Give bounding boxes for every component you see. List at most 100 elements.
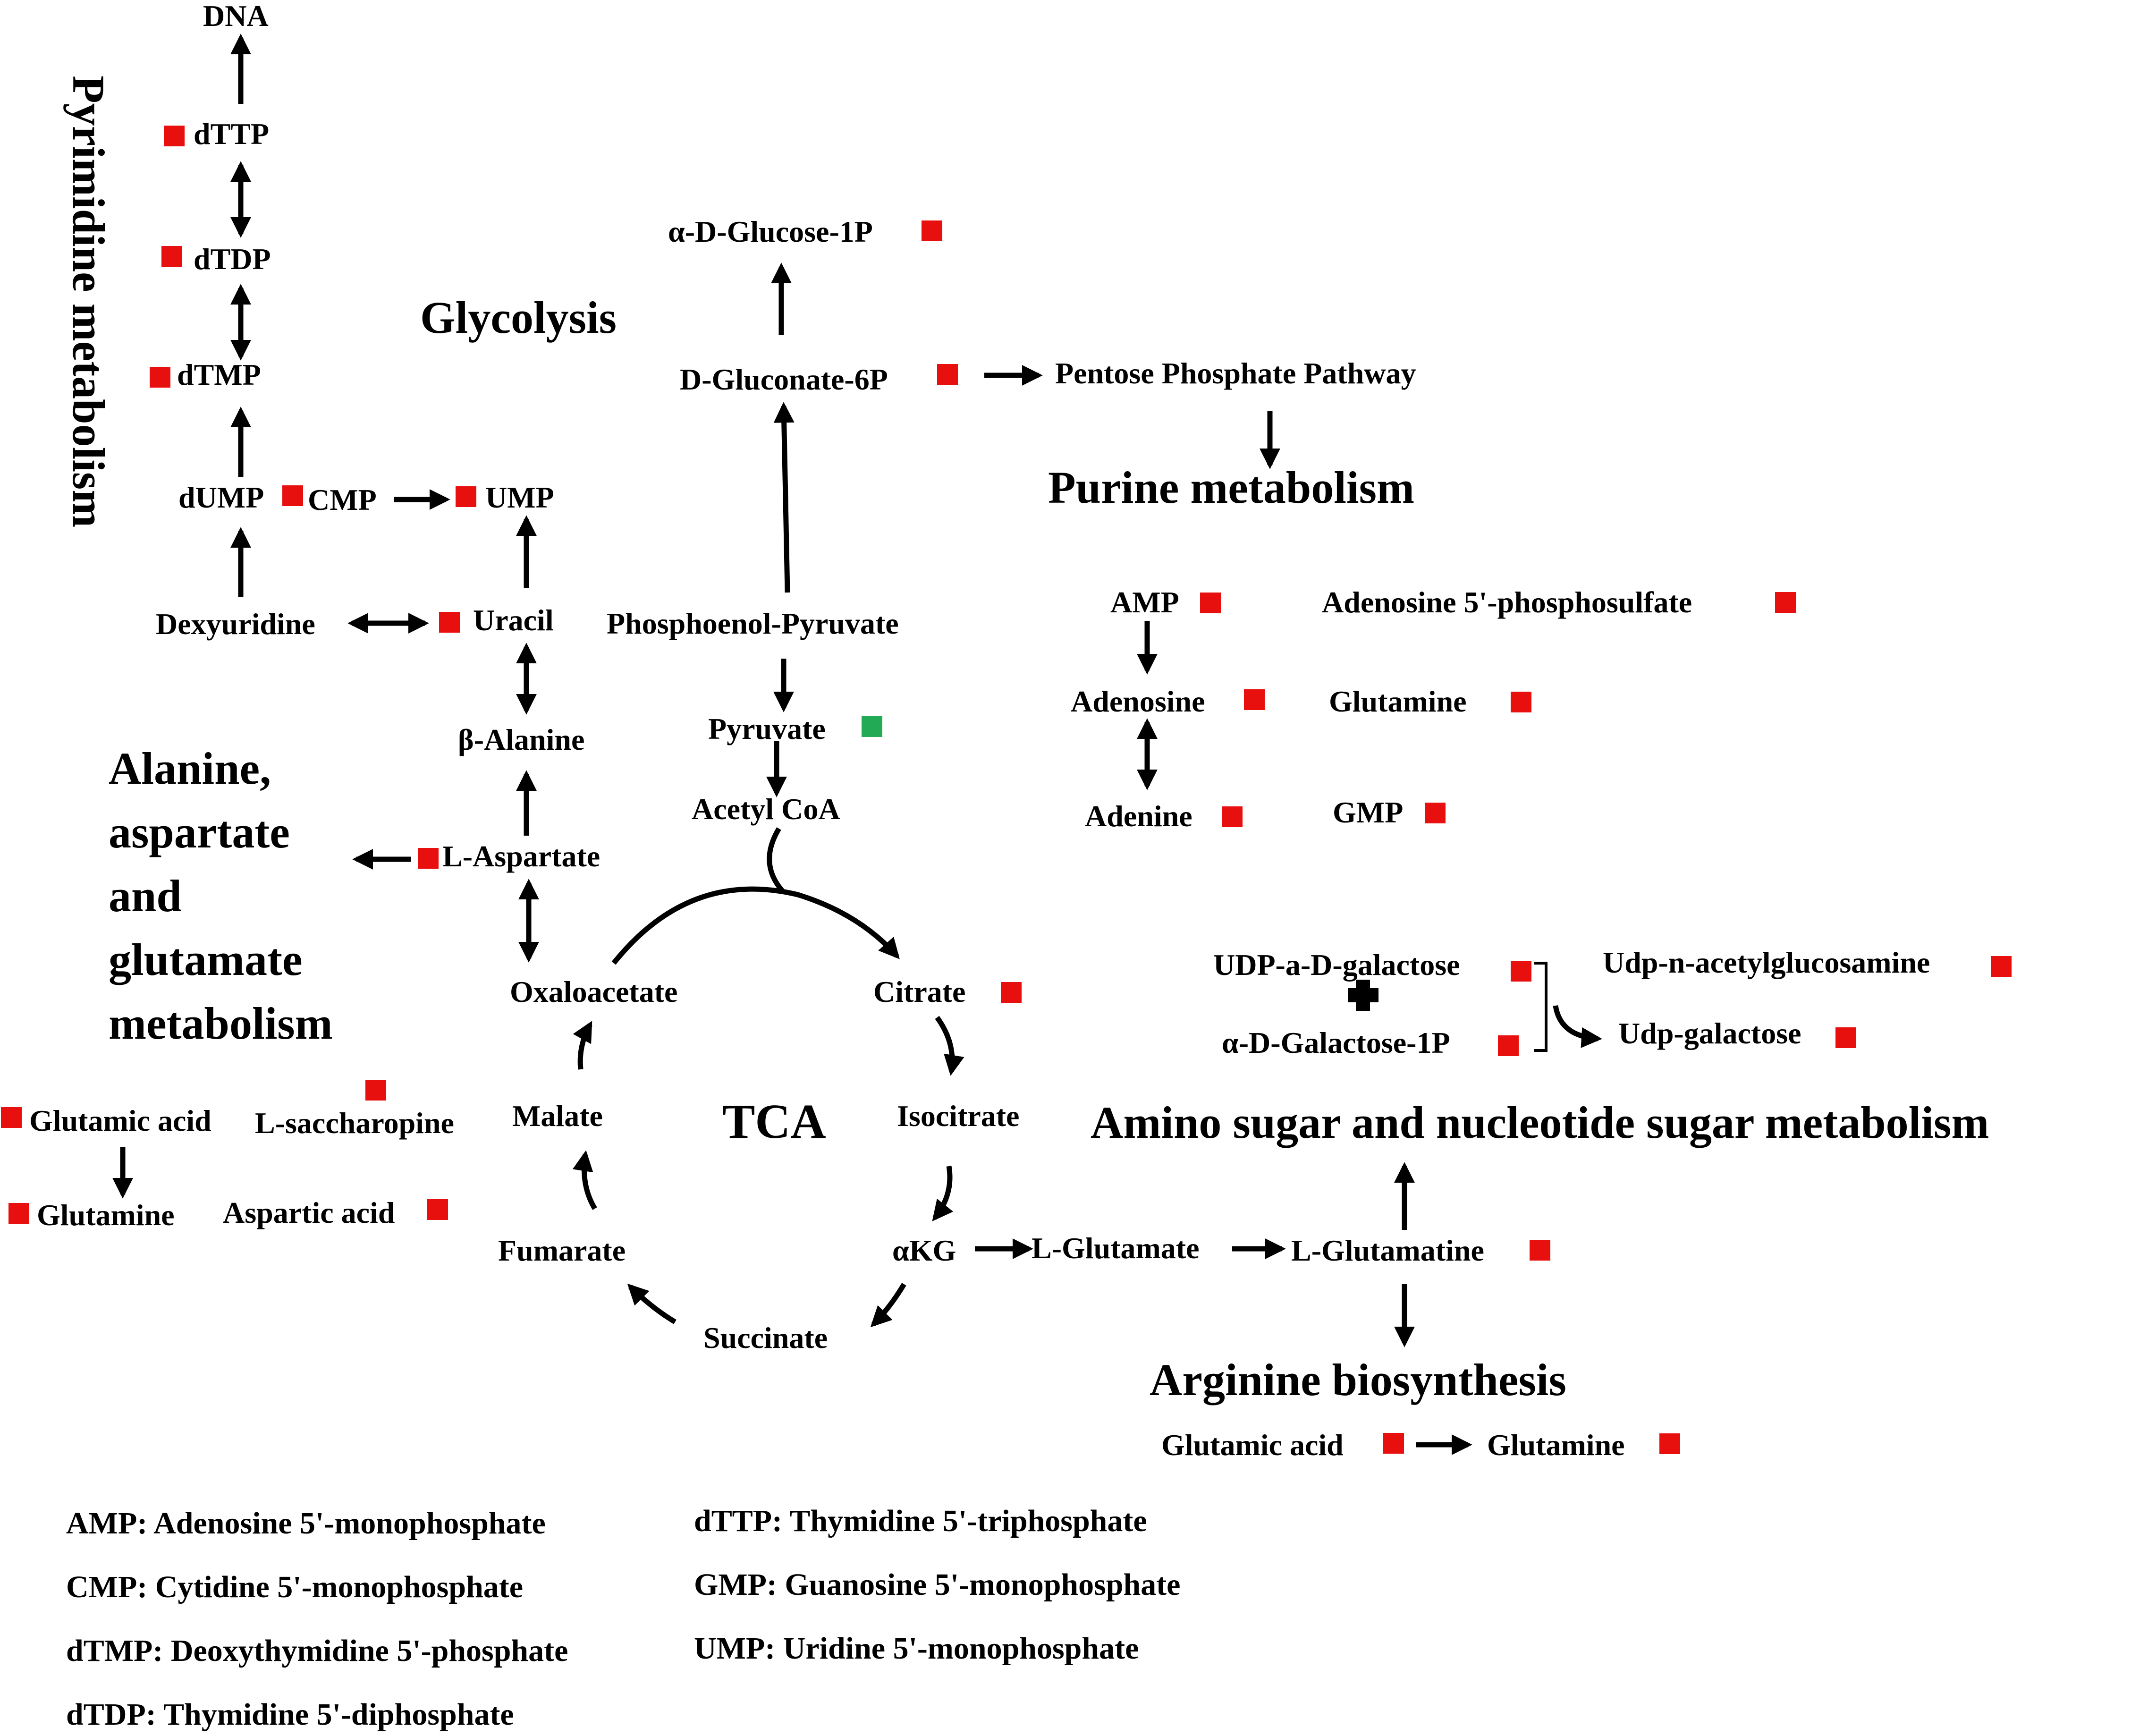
node-glutamic-acid-left: Glutamic acid bbox=[29, 1104, 211, 1137]
node-udp-glcnac: Udp-n-acetylglucosamine bbox=[1603, 946, 1930, 979]
nodes: DNA dTTP dTDP dTMP dUMP CMP UMP Dexyurid… bbox=[29, 0, 1930, 1462]
title-pyrimidine-metabolism: Pyrimidine metabolism bbox=[63, 76, 114, 527]
node-dtdp: dTDP bbox=[194, 242, 271, 276]
node-oxaloacetate: Oxaloacetate bbox=[510, 975, 677, 1008]
arrow-fumarate-to-malate bbox=[572, 1150, 597, 1210]
arrow-pep-to-gluconate bbox=[773, 402, 795, 593]
marker-udp-galactose-a bbox=[1511, 961, 1531, 982]
marker-udp-glcnac bbox=[1991, 956, 2012, 977]
node-glutamine-left: Glutamine bbox=[37, 1198, 175, 1232]
node-glutamic-acid-arg: Glutamic acid bbox=[1161, 1428, 1344, 1462]
marker-ump bbox=[456, 486, 476, 507]
node-glutamine-purine: Glutamine bbox=[1329, 685, 1467, 718]
node-akg: αKG bbox=[892, 1234, 956, 1267]
arrow-isocitrate-to-akg bbox=[932, 1166, 954, 1221]
legend-gmp: GMP: Guanosine 5'-monophosphate bbox=[694, 1567, 1180, 1602]
node-succinate: Succinate bbox=[703, 1321, 828, 1355]
title-alanine-line5: metabolism bbox=[109, 998, 333, 1049]
marker-aspartic-acid bbox=[427, 1199, 448, 1220]
legend-dtdp: dTDP: Thymidine 5'-diphosphate bbox=[66, 1697, 514, 1732]
marker-l-saccharopine bbox=[365, 1080, 386, 1101]
title-alanine-line2: aspartate bbox=[109, 807, 290, 857]
arrow-akg-to-succinate bbox=[870, 1283, 906, 1328]
marker-glutamine-left bbox=[8, 1203, 29, 1224]
arrow-oxaloacetate-to-citrate bbox=[611, 886, 900, 965]
marker-glucose-1p bbox=[922, 220, 942, 241]
arrows bbox=[112, 34, 1602, 1455]
node-dna: DNA bbox=[203, 0, 269, 33]
node-amp: AMP bbox=[1110, 585, 1179, 619]
node-aspartic-acid: Aspartic acid bbox=[223, 1196, 395, 1229]
legend-amp: AMP: Adenosine 5'-monophosphate bbox=[66, 1506, 546, 1541]
bracket-galactose bbox=[1534, 962, 1548, 1052]
marker-l-aspartate bbox=[418, 848, 439, 869]
title-amino-sugar-metabolism: Amino sugar and nucleotide sugar metabol… bbox=[1091, 1097, 1989, 1148]
marker-l-glutamatine bbox=[1530, 1240, 1550, 1261]
markers bbox=[1, 126, 2012, 1454]
marker-galactose-1p bbox=[1498, 1035, 1519, 1056]
marker-uracil bbox=[439, 612, 460, 633]
node-dtmp: dTMP bbox=[177, 358, 261, 391]
marker-amp bbox=[1200, 593, 1221, 613]
marker-dttp bbox=[164, 126, 185, 146]
title-arginine-biosynthesis: Arginine biosynthesis bbox=[1150, 1355, 1566, 1405]
node-isocitrate: Isocitrate bbox=[897, 1099, 1019, 1133]
marker-pyruvate bbox=[862, 716, 882, 737]
node-aps: Adenosine 5'-phosphosulfate bbox=[1322, 585, 1692, 619]
marker-glutamic-acid-left bbox=[1, 1107, 22, 1128]
marker-citrate bbox=[1001, 982, 1022, 1003]
plus-icon bbox=[1348, 980, 1378, 1011]
node-uracil: Uracil bbox=[473, 603, 554, 637]
node-malate: Malate bbox=[512, 1099, 603, 1133]
node-gmp: GMP bbox=[1333, 796, 1403, 829]
node-acetyl-coa: Acetyl CoA bbox=[692, 792, 840, 826]
marker-dump bbox=[282, 485, 303, 506]
title-purine-metabolism: Purine metabolism bbox=[1048, 462, 1414, 513]
node-glucose-1p: α-D-Glucose-1P bbox=[668, 215, 873, 248]
title-alanine-line3: and bbox=[109, 871, 182, 921]
node-l-glutamatine: L-Glutamatine bbox=[1291, 1234, 1484, 1267]
arrow-acetyl-coa-to-cycle bbox=[767, 827, 786, 894]
node-adenosine: Adenosine bbox=[1071, 685, 1205, 718]
node-ump: UMP bbox=[485, 481, 554, 514]
node-pep: Phosphoenol-Pyruvate bbox=[607, 607, 899, 640]
node-fumarate: Fumarate bbox=[498, 1234, 626, 1267]
legend-dtmp: dTMP: Deoxythymidine 5'-phosphate bbox=[66, 1634, 568, 1668]
arrow-malate-to-oxaloacetate bbox=[573, 1021, 592, 1070]
title-glycolysis: Glycolysis bbox=[420, 292, 617, 343]
node-gluconate-6p: D-Gluconate-6P bbox=[680, 363, 888, 396]
node-l-aspartate: L-Aspartate bbox=[442, 839, 600, 873]
marker-adenosine bbox=[1244, 689, 1265, 710]
marker-gmp bbox=[1425, 803, 1446, 823]
node-adenine: Adenine bbox=[1085, 799, 1192, 833]
abbreviation-legend: AMP: Adenosine 5'-monophosphate CMP: Cyt… bbox=[66, 1504, 1180, 1732]
arrow-succinate-to-fumarate bbox=[627, 1283, 677, 1324]
legend-cmp: CMP: Cytidine 5'-monophosphate bbox=[66, 1570, 523, 1604]
node-udp-galactose-a: UDP-a-D-galactose bbox=[1213, 948, 1460, 982]
title-alanine-line4: glutamate bbox=[109, 934, 303, 985]
node-pyruvate: Pyruvate bbox=[708, 712, 826, 745]
node-udp-galactose: Udp-galactose bbox=[1618, 1016, 1801, 1050]
marker-adenine bbox=[1222, 806, 1243, 827]
node-glutamine-arg: Glutamine bbox=[1487, 1428, 1625, 1462]
legend-ump: UMP: Uridine 5'-monophosphate bbox=[694, 1631, 1139, 1666]
legend-dttp: dTTP: Thymidine 5'-triphosphate bbox=[694, 1504, 1147, 1538]
node-citrate: Citrate bbox=[873, 975, 965, 1008]
marker-glutamine-arg bbox=[1659, 1433, 1680, 1454]
node-dttp: dTTP bbox=[194, 117, 269, 151]
label-pentose-phosphate-pathway: Pentose Phosphate Pathway bbox=[1055, 356, 1416, 390]
marker-dtdp bbox=[161, 246, 182, 267]
title-tca: TCA bbox=[722, 1094, 826, 1149]
node-l-saccharopine: L-saccharopine bbox=[255, 1106, 454, 1140]
marker-udp-galactose bbox=[1835, 1027, 1856, 1048]
node-dexyuridine: Dexyuridine bbox=[156, 607, 315, 641]
title-alanine-line1: Alanine, bbox=[109, 743, 271, 794]
node-cmp: CMP bbox=[308, 483, 377, 517]
arrow-citrate-to-isocitrate bbox=[935, 1016, 964, 1076]
node-l-glutamate: L-Glutamate bbox=[1032, 1231, 1200, 1265]
arrow-bracket-to-udp-galactose bbox=[1553, 1005, 1602, 1048]
titles: Pyrimidine metabolism Glycolysis Purine … bbox=[63, 76, 1989, 1405]
marker-dtmp bbox=[150, 367, 170, 388]
marker-gluconate-6p bbox=[937, 364, 958, 385]
